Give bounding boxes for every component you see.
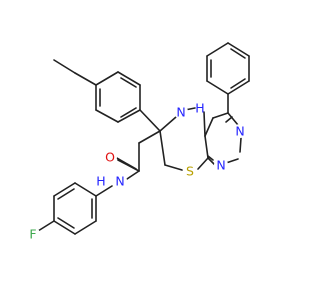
atom-s-ring: S [183,164,197,179]
molecule-structure: N H N N S O N H F [26,42,250,242]
atom-o-carbonyl: O [103,150,117,165]
atom-h-ring-nh: H [195,101,204,116]
amide-group [114,130,161,180]
fluorine-bond [37,220,55,232]
atom-o-carbonyl-label: O [105,150,115,165]
atom-n-ring-1-label: N [216,158,225,173]
atom-n-amide-label: N [115,174,124,189]
atom-n-ring-1: N [214,158,228,173]
atom-n-ring-nh-label: N [176,105,185,120]
atom-f-label: F [29,227,36,242]
phenyl-ring [206,42,250,95]
triazole-ring [204,112,242,166]
amide-n-to-ring-bond [95,185,113,197]
atom-f: F [26,227,40,242]
molecule-diagram: N H N N S O N H F [26,42,250,242]
tolyl-to-c6-bond [139,109,161,132]
tolyl-ring [95,71,141,123]
atom-s-ring-label: S [186,164,194,179]
atom-n-ring-2-label: N [235,124,244,139]
atom-h-ring-nh-label: H [195,101,204,116]
atom-h-amide: H [96,174,105,189]
atom-n-amide: N [113,174,127,189]
fluorophenyl-ring [53,182,97,235]
thiadiazine-ring [159,107,209,171]
atom-n-ring-2: N [233,124,247,139]
atom-n-ring-nh: N [174,105,188,120]
atom-h-amide-label: H [96,174,105,189]
tolyl-ring-methyl-group [53,59,97,86]
